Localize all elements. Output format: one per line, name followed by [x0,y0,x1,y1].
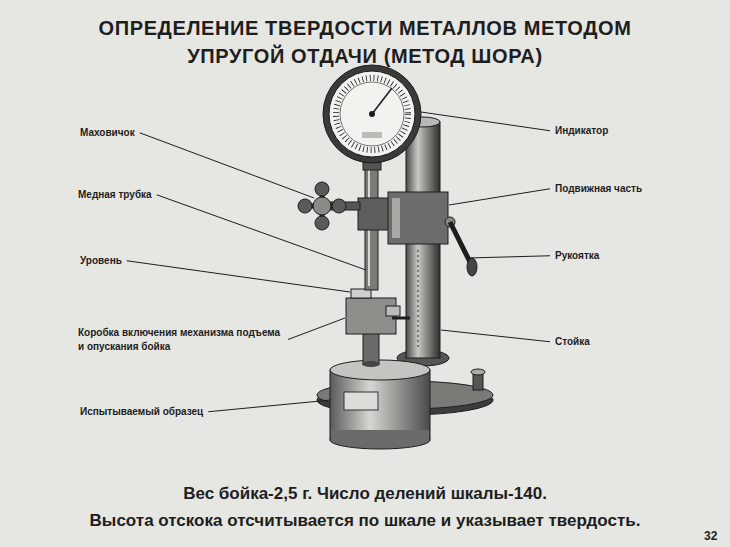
trigger-knob [386,306,400,316]
caption: Вес бойка-2,5 г. Число делений шкалы-140… [0,484,730,504]
part-label: Подвижная часть [555,182,642,196]
wheel-knob [315,216,329,230]
part-label: Индикатор [555,124,608,138]
part-label: Коробка включения механизма подъема и оп… [78,326,283,353]
part-label: Маховичок [80,126,135,140]
moving-part [388,192,448,244]
leader-line [127,261,350,292]
leader-line [449,189,550,205]
part-label: Стойка [555,335,590,349]
stem [363,332,379,364]
page-number: 32 [704,528,717,544]
stem-tip [362,361,380,367]
dial-ring [340,82,404,146]
leader-line [441,330,550,342]
leader-line [157,195,366,270]
dial-hub [369,111,375,117]
leader-line [468,256,550,258]
bracket [358,198,392,230]
sample-plate [344,392,378,410]
dial-needle [372,88,392,114]
part-label: Уровень [80,254,122,268]
part-label: Медная трубка [78,188,152,202]
wheel-knob [332,199,346,213]
moving-part-highlight [392,198,400,238]
level-screw-head [471,369,485,375]
leader-line [208,400,331,412]
column-rack [418,250,419,350]
box-arm [392,317,410,320]
title: ОПРЕДЕЛЕНИЕ ТВЕРДОСТИ МЕТАЛЛОВ МЕТОДОМ У… [55,14,675,70]
part-label: Испытываемый образец [80,405,203,419]
wheel-knob [298,199,312,213]
leader-line [140,133,314,198]
wheel-knob [315,182,329,196]
part-label: Рукоятка [555,249,599,263]
sample-side [331,430,429,440]
dial-rim [323,65,421,163]
caption-line: Высота отскока отсчитывается по шкале и … [0,510,730,533]
sample-top [330,360,430,380]
dial-face [329,71,415,157]
leader-line [288,318,345,340]
dial-ticks [336,78,408,150]
wheel-hub [313,197,331,215]
dial-plate [362,132,382,138]
leader-line [421,112,550,131]
handle-lever [450,222,470,262]
sample-bottom [330,431,430,449]
handle-knob [467,258,477,276]
